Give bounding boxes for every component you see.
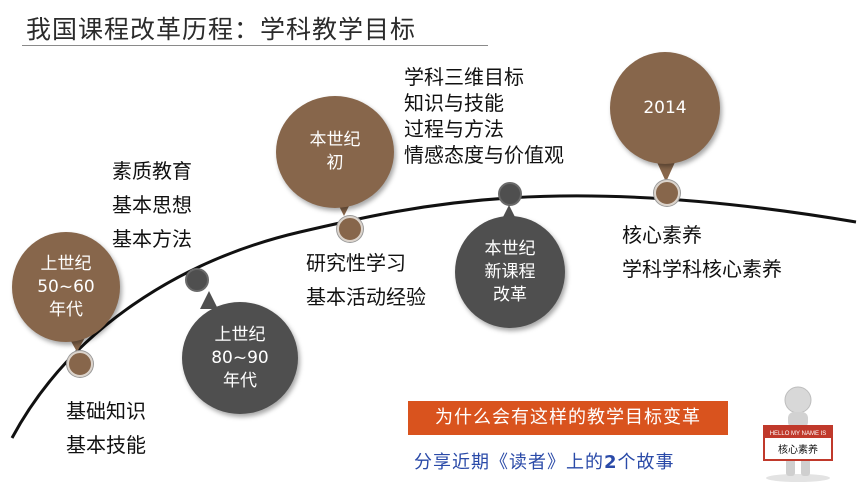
timeline-dot-3 [337,216,363,242]
bubble-new-curriculum: 本世纪 新课程 改革 [455,216,565,328]
bubble-1950s-line2: 50~60 [37,276,95,297]
label-2014-line1: 核心素养 [622,223,702,247]
label-new-curriculum-line4: 情感态度与价值观 [404,143,564,167]
title-underline [22,45,488,46]
bubble-1980s-line3: 年代 [223,370,257,391]
label-early-century-line1: 研究性学习 [306,251,406,275]
bubble-1980s-line1: 上世纪 [214,324,266,345]
bubble-1980s-line2: 80~90 [211,347,269,368]
bubble-early-century-line2: 初 [326,153,344,173]
label-1950s-line2: 基本技能 [66,433,146,457]
bubble-1950s: 上世纪 50~60 年代 [12,232,120,342]
label-early-century-line2: 基本活动经验 [306,285,426,309]
label-new-curriculum-line2: 知识与技能 [404,91,504,115]
bubble-1950s-line1: 上世纪 [40,253,92,274]
label-1950s: 基础知识 基本技能 [66,394,146,462]
label-new-curriculum-line1: 学科三维目标 [404,65,524,89]
timeline-dot-1 [67,351,93,377]
label-1980s-line1: 素质教育 [112,159,192,183]
label-new-curriculum-line3: 过程与方法 [404,117,504,141]
timeline-dot-4 [498,182,522,206]
bubble-1980s: 上世纪 80~90 年代 [182,302,298,414]
timeline-dot-2 [185,268,209,292]
bubble-tail-2 [200,291,218,309]
share-text-before: 分享近期《读者》上的 [414,452,604,473]
figure-holding-sign-icon: HELLO MY NAME IS 核心素养 [763,386,833,482]
bubble-1950s-line3: 年代 [49,299,83,320]
label-early-century: 研究性学习 基本活动经验 [306,246,426,314]
share-text-after: 个故事 [617,452,675,473]
slide-title: 我国课程改革历程：学科教学目标 [26,15,417,44]
share-text-number: 2 [604,452,618,473]
bubble-new-curriculum-line3: 改革 [493,284,527,305]
timeline-dot-5 [654,180,680,206]
bubble-2014-text: 2014 [643,97,687,118]
label-1980s-line2: 基本思想 [112,193,192,217]
question-banner: 为什么会有这样的教学目标变革 [408,401,728,435]
label-2014-line2: 学科学科核心素养 [622,257,782,281]
bubble-early-century-line1: 本世纪 [309,130,361,150]
label-1980s-line3: 基本方法 [112,227,192,251]
bubble-2014: 2014 [610,52,720,164]
label-2014: 核心素养 学科学科核心素养 [622,218,782,286]
sign-header-text: HELLO MY NAME IS [770,431,827,437]
bubble-new-curriculum-line2: 新课程 [484,261,536,282]
label-1950s-line1: 基础知识 [66,399,146,423]
bubble-early-century: 本世纪 初 [276,96,394,208]
bubble-new-curriculum-line1: 本世纪 [484,238,536,259]
label-1980s: 素质教育 基本思想 基本方法 [112,154,192,256]
share-text: 分享近期《读者》上的2个故事 [414,448,675,474]
sign-main-text: 核心素养 [778,443,818,456]
label-new-curriculum: 学科三维目标 知识与技能 过程与方法 情感态度与价值观 [404,64,564,168]
bubble-tail-5 [656,160,676,182]
